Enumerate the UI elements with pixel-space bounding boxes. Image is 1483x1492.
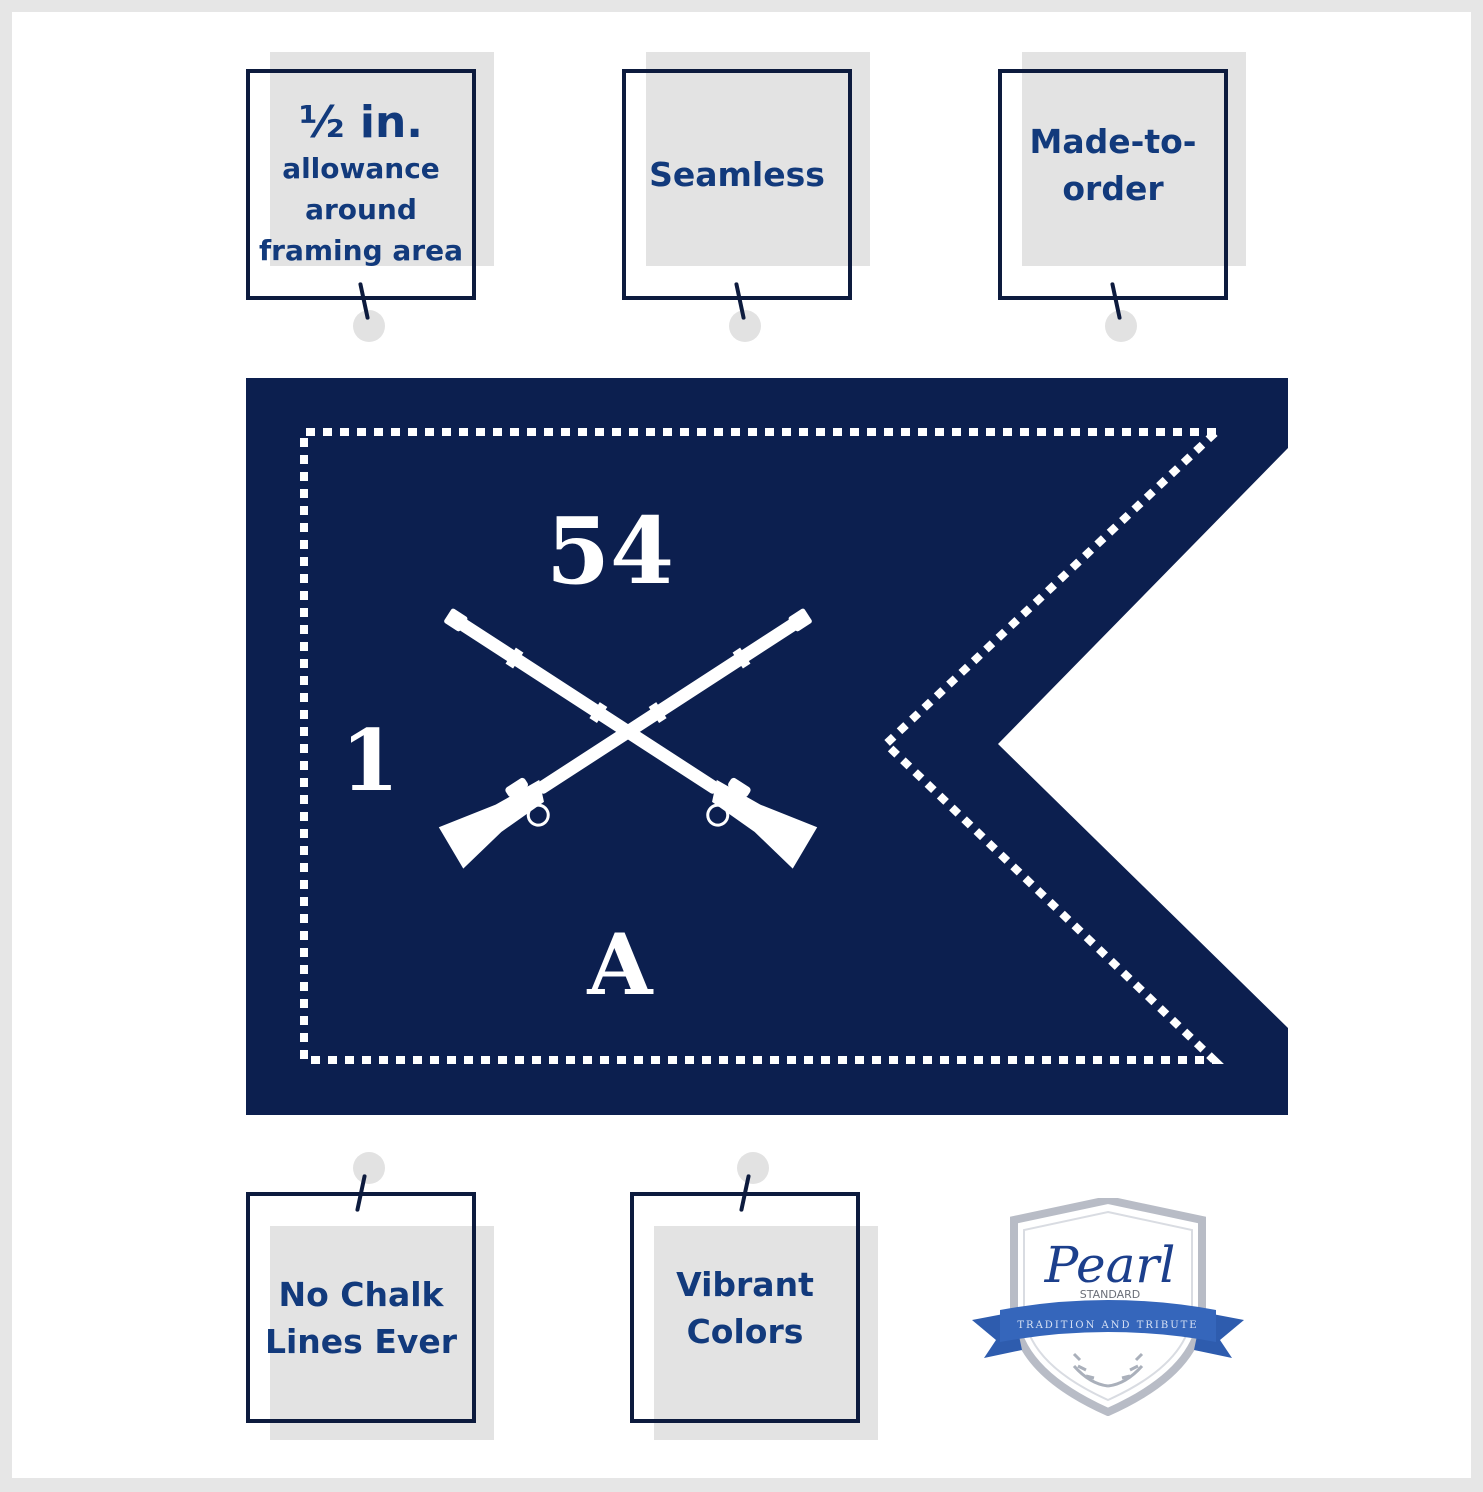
seamless-label: Seamless [649, 155, 825, 194]
callout-shadow [1022, 52, 1246, 266]
callout-box: Made-to- order [998, 69, 1228, 300]
flag-top-number: 54 [546, 497, 674, 605]
logo-ribbon [1000, 1300, 1216, 1342]
pin-dot [737, 1152, 769, 1184]
flag-bottom-letter: A [586, 915, 654, 1014]
callout-shadow [654, 1226, 878, 1440]
vibrant-line-2: Colors [686, 1311, 804, 1351]
callout-shadow [646, 52, 870, 266]
made-to-order-line-1: Made-to- [1029, 121, 1197, 161]
flag-dotted-border [300, 428, 1224, 1064]
flag-left-number: 1 [341, 711, 399, 810]
callout-box: ½ in. allowance around framing area [246, 69, 476, 300]
callout-box: Seamless [622, 69, 852, 300]
logo-ribbon-text: TRADITION AND TRIBUTE [1017, 1320, 1198, 1331]
allowance-line-2: around [305, 193, 417, 226]
flag-field [246, 378, 1288, 1115]
logo-brand: Pearl [1044, 1236, 1176, 1294]
callout-shadow [270, 1226, 494, 1440]
callout-no-chalk: No Chalk Lines Ever [246, 1152, 496, 1442]
vibrant-line-1: Vibrant [676, 1264, 814, 1304]
callout-made-to-order: Made-to- order [998, 52, 1248, 342]
callout-box: Vibrant Colors [630, 1192, 860, 1423]
pearl-standard-logo: Pearl STANDARD TRADITION AND TRIBUTE [972, 1198, 1244, 1416]
made-to-order-line-2: order [1062, 168, 1164, 208]
no-chalk-line-1: No Chalk [278, 1274, 444, 1314]
callout-shadow [270, 52, 494, 266]
callout-allowance: ½ in. allowance around framing area [246, 52, 496, 342]
logo-sub: STANDARD [1080, 1288, 1141, 1301]
allowance-line-1: allowance [282, 152, 440, 185]
allowance-headline: ½ in. [299, 97, 423, 148]
allowance-line-3: framing area [259, 234, 463, 267]
guidon-flag: 54 1 A [246, 378, 1288, 1115]
no-chalk-line-2: Lines Ever [264, 1321, 458, 1361]
crossed-rifles-icon [438, 608, 818, 869]
callout-vibrant: Vibrant Colors [630, 1152, 880, 1442]
laurel-icon [1072, 1352, 1144, 1388]
pin-dot [353, 1152, 385, 1184]
callout-seamless: Seamless [622, 52, 872, 342]
callout-box: No Chalk Lines Ever [246, 1192, 476, 1423]
